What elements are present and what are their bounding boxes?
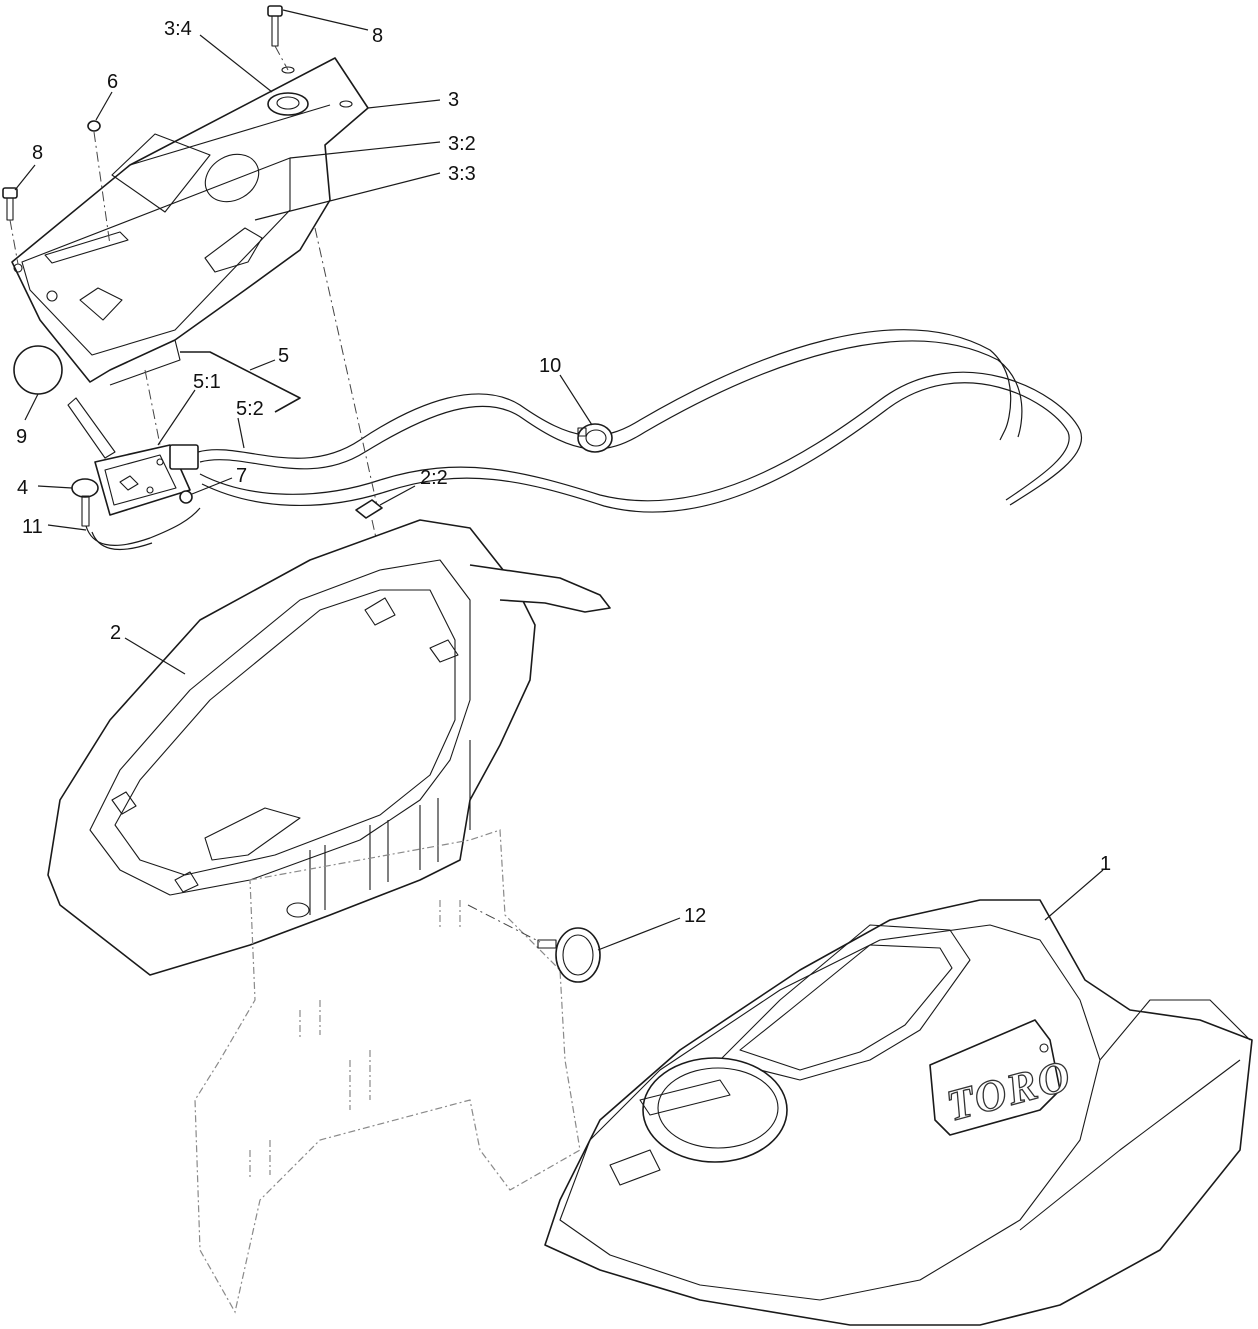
callout-2-2: 2:2	[420, 467, 448, 489]
align-line-1	[144, 369, 161, 446]
callout-5: 5	[278, 345, 289, 367]
callout-8-top: 8	[372, 25, 383, 47]
plug-6-icon	[87, 120, 111, 246]
part-2-console-housing	[47, 519, 611, 976]
bolt-8-left-icon	[2, 187, 19, 265]
clamp-12-icon	[467, 904, 601, 983]
callout-2: 2	[110, 622, 121, 644]
leader-lines	[14, 9, 1104, 951]
callout-3-2: 3:2	[448, 133, 476, 155]
callout-8-left: 8	[32, 142, 43, 164]
callout-7: 7	[236, 465, 247, 487]
part-3-control-panel	[11, 57, 369, 386]
clip-2-2-icon	[355, 499, 383, 519]
callout-6: 6	[107, 71, 118, 93]
callout-9: 9	[16, 426, 27, 448]
align-line-2	[314, 227, 379, 511]
phantom-panel	[194, 829, 581, 1314]
callout-5-2: 5:2	[236, 398, 264, 420]
callout-4: 4	[17, 477, 28, 499]
callout-1: 1	[1100, 853, 1111, 875]
bolt-8-top-icon	[267, 5, 289, 71]
part-5-throttle-assembly	[13, 329, 1083, 551]
phantom-slots	[249, 900, 461, 1180]
callout-11: 11	[22, 516, 43, 538]
bracket-5-icon	[180, 351, 301, 413]
callout-3-3: 3:3	[448, 163, 476, 185]
callout-3: 3	[448, 89, 459, 111]
callout-5-1: 5:1	[193, 371, 221, 393]
callout-10: 10	[539, 355, 561, 377]
callout-labels: 8 3:4 6 3 3:2 8 3:3 5 5:1 5:2 10 9 7 4 2…	[16, 18, 1111, 927]
part-1-top-cover: TORO	[544, 899, 1253, 1326]
callout-3-4: 3:4	[164, 18, 192, 40]
callout-12: 12	[684, 905, 706, 927]
